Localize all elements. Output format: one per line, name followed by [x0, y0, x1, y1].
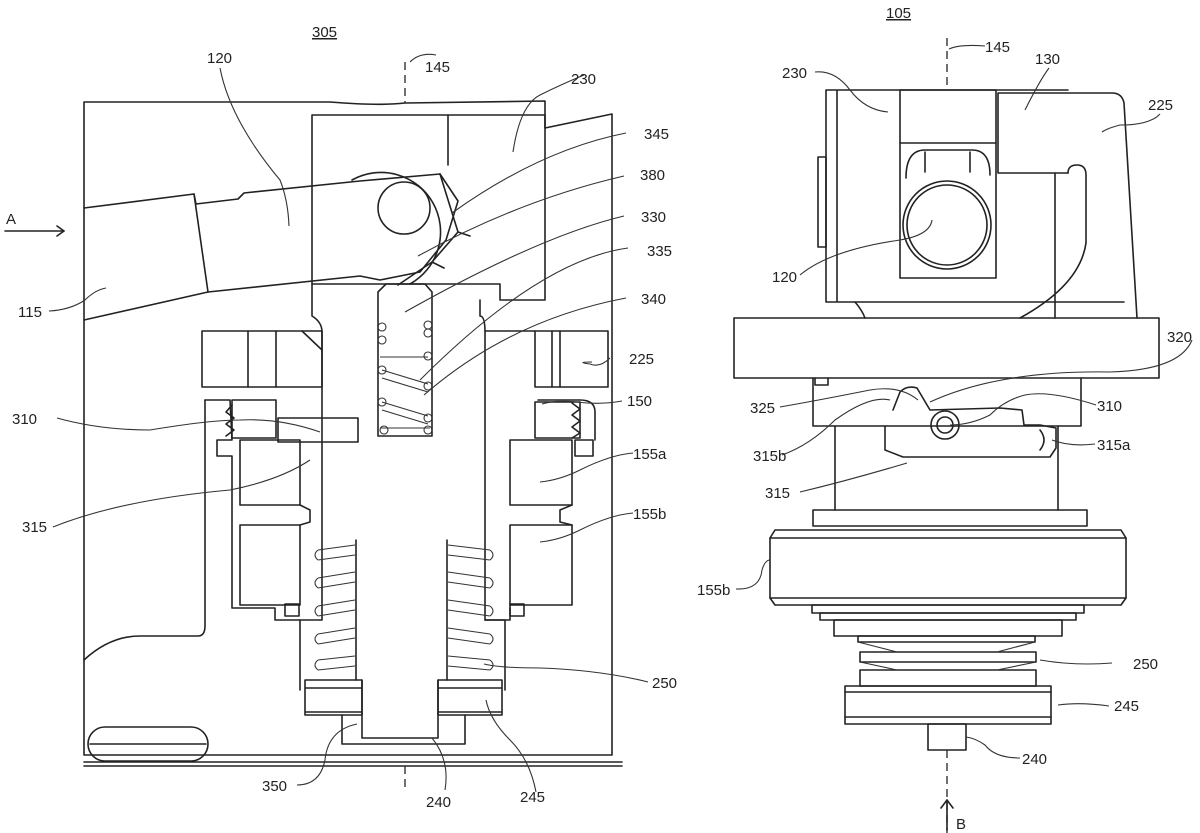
seal-155b — [769, 529, 1127, 606]
lever-115-joint — [193, 193, 209, 293]
label-250: 250 — [1133, 656, 1158, 673]
thread-150 — [534, 401, 581, 439]
chamber-wall — [83, 399, 206, 661]
label-330: 330 — [641, 209, 666, 226]
label-230: 230 — [782, 65, 807, 82]
plunger-240 — [361, 679, 439, 739]
label-315: 315 — [765, 485, 790, 502]
label-225: 225 — [629, 351, 654, 368]
label-145: 145 — [985, 39, 1010, 56]
block-225 — [534, 330, 609, 388]
plunger-240 — [927, 723, 967, 751]
figure-title-305: 305 — [312, 24, 337, 41]
label-120: 120 — [772, 269, 797, 286]
label-315: 315 — [22, 519, 47, 536]
leader-lines-left — [48, 53, 649, 793]
label-340: 340 — [641, 291, 666, 308]
seal-155-left — [239, 439, 301, 606]
figure-105: 105 — [697, 5, 1193, 833]
clip-225 — [1019, 164, 1087, 319]
flange-plate — [733, 317, 1160, 379]
label-310: 310 — [12, 411, 37, 428]
label-315a: 315a — [1097, 437, 1131, 454]
label-150: 150 — [627, 393, 652, 410]
lever-120 — [83, 173, 459, 321]
label-250: 250 — [652, 675, 677, 692]
label-155b: 155b — [697, 582, 730, 599]
label-155b: 155b — [633, 506, 666, 523]
cover-130-225 — [997, 92, 1138, 319]
label-325: 325 — [750, 400, 775, 417]
left-seal-stack — [204, 399, 301, 621]
cam-380 — [397, 173, 459, 286]
view-label-a: A — [6, 211, 16, 228]
figure-305: 305 — [4, 24, 677, 811]
ball-120 — [902, 180, 992, 270]
housing-outline — [83, 100, 613, 756]
right-seal-stack — [509, 399, 596, 606]
label-345: 345 — [644, 126, 669, 143]
latch-310 — [277, 417, 359, 443]
figure-title-105: 105 — [886, 5, 911, 22]
spring-335 — [377, 320, 433, 435]
pivot-pin — [377, 181, 431, 235]
spring-250-left — [314, 539, 357, 681]
cam-arc — [351, 171, 442, 285]
spring-250 — [857, 635, 1037, 687]
plunger-330 — [377, 283, 433, 437]
label-155a: 155a — [633, 446, 667, 463]
socket — [899, 89, 997, 279]
label-120: 120 — [207, 50, 232, 67]
label-230: 230 — [571, 71, 596, 88]
label-310: 310 — [1097, 398, 1122, 415]
label-315b: 315b — [753, 448, 786, 465]
slot — [87, 726, 209, 762]
latch-housing — [812, 377, 1082, 427]
label-130: 130 — [1035, 51, 1060, 68]
label-380: 380 — [640, 167, 665, 184]
spring-250-right — [446, 539, 494, 681]
label-245: 245 — [520, 789, 545, 806]
central-body — [299, 283, 506, 691]
label-320: 320 — [1167, 329, 1192, 346]
label-350: 350 — [262, 778, 287, 795]
label-240: 240 — [426, 794, 451, 811]
view-label-b: B — [956, 816, 966, 833]
latch-315 — [884, 386, 1057, 458]
block-230 — [311, 114, 546, 301]
cup-350 — [341, 714, 466, 745]
leader-lines-right — [735, 44, 1193, 759]
plate-245-right — [437, 679, 503, 716]
label-240: 240 — [1022, 751, 1047, 768]
plate-245-left — [304, 679, 363, 716]
label-335: 335 — [647, 243, 672, 260]
label-145: 145 — [425, 59, 450, 76]
label-115: 115 — [18, 304, 42, 321]
label-225: 225 — [1148, 97, 1173, 114]
label-245: 245 — [1114, 698, 1139, 715]
